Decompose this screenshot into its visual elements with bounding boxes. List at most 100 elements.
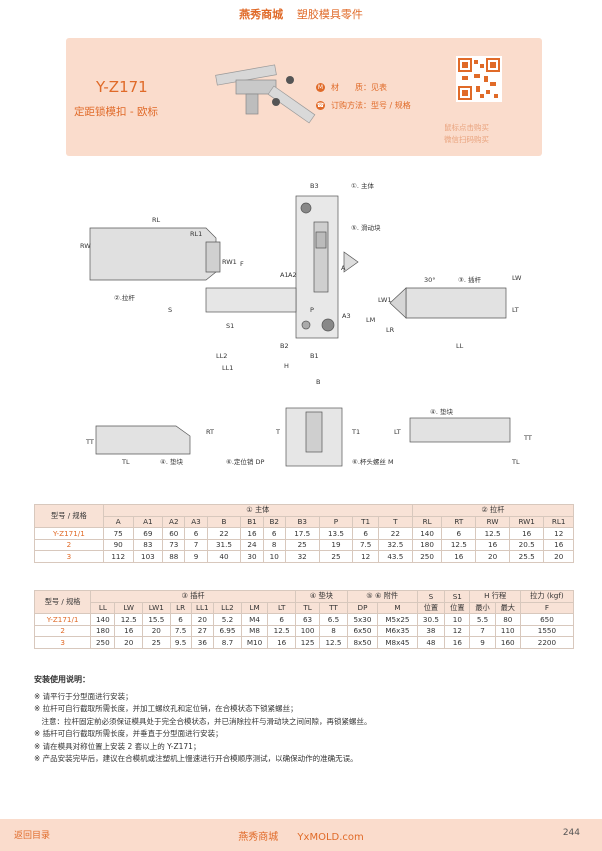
table-cell: 43.5 [377,550,413,563]
insertion-rod-view [389,287,507,319]
row-model: 3 [33,636,92,649]
dim-B3: B3 [310,182,319,190]
table-cell: 16 [240,527,264,540]
t1-header-T1: T1 [352,515,379,528]
material-value: 见表 [371,83,387,92]
dim-A2: A2 [288,271,297,279]
table-cell: 180 [90,624,116,637]
material-label: 材 质： [331,83,371,92]
t2-col-s: S [416,590,446,603]
t2-header-min: 最小 [469,601,496,614]
table-cell: 6.5 [319,613,348,626]
note-item: ※ 插杆可自行截取所需长度，并垂直于分型面进行安装； [34,729,223,738]
label-locate-pin: ⑥.定位销 DP [226,457,264,466]
table-cell: 63 [294,613,321,626]
label-pad: ④. 垫块 [160,457,183,466]
material-icon: M [316,83,325,92]
table-cell: 110 [494,624,521,637]
table-cell: 25 [284,538,320,551]
dim-angle: 30° [424,276,436,284]
table-cell: 20.5 [508,538,545,551]
label-bolt: ⑥.杯头螺丝 M [352,457,394,466]
table-cell: 112 [102,550,134,563]
table-cell: 25.5 [508,550,545,563]
t2-header-s1-position: 位置 [444,601,471,614]
table-cell: 20 [114,636,144,649]
row-model: 3 [34,550,104,563]
t1-header-B: B [206,515,242,528]
dim-RW1: RW1 [222,258,237,266]
qr-code[interactable] [456,56,502,102]
product-name: 定距锁模扣 - 欧标 [74,106,158,118]
table-cell: 6 [262,527,286,540]
footer-site[interactable]: YxMOLD.com [297,832,364,843]
header-category: 塑胶模具零件 [296,8,363,21]
dim-LT: LT [512,306,519,314]
table-cell: 16 [543,538,574,551]
dim-LL: LL [456,342,464,350]
table-cell: 27 [190,624,215,637]
table-cell: 22 [206,527,242,540]
table-cell: 8.7 [213,636,242,649]
t1-header-RT: RT [441,515,477,528]
table-cell: 12.5 [267,624,296,637]
t2-group-h: H 行程 [469,590,521,603]
table-cell: 100 [294,624,321,637]
table-cell: 103 [132,550,164,563]
table-cell: 13.5 [318,527,354,540]
pad-side-view [409,417,511,443]
table-cell: 75 [102,527,134,540]
t1-header-A: A [102,515,134,528]
table-cell: 12.5 [475,527,510,540]
table-cell: 2200 [519,636,575,649]
table-cell: 250 [411,550,443,563]
dim-A: A [341,264,346,272]
dim-LL2: LL2 [216,352,227,360]
dim-B: B [316,378,320,386]
table-cell: 17.5 [284,527,320,540]
note-item: ※ 请平行于分型面进行安装； [34,691,133,701]
table-cell: 90 [102,538,134,551]
table-cell: 5x30 [346,613,379,626]
row-model: 2 [34,538,104,551]
label-insertion-rod: ③. 插杆 [458,275,481,284]
table-cell: 16 [441,550,477,563]
table-cell: 140 [90,613,116,626]
table-cell: 650 [519,613,575,626]
table-cell: 9 [469,636,496,649]
back-to-toc-link[interactable]: 返回目录 [14,831,51,841]
dim-H: H [284,362,289,370]
table-cell: 140 [411,527,443,540]
table-cell: M10 [240,636,269,649]
t2-group-acc: ⑤ ⑥ 附件 [346,590,418,603]
qr-caption-click[interactable]: 鼠标点击购买 [444,123,489,132]
t2-header-LT: LT [267,601,296,614]
table-cell: 19 [318,538,354,551]
table-cell: 31.5 [206,538,242,551]
table-cell: 20 [475,550,510,563]
dim-LW: LW [512,274,522,282]
t2-header-M: M [377,601,418,614]
table-cell: 7 [469,624,496,637]
t1-header-RW1: RW1 [508,515,545,528]
note-item: ※ 请在模具对称位置上安装 2 套以上的 Y-Z171； [34,741,201,751]
label-pull-rod: ②.拉杆 [114,293,135,302]
t2-header-f: F [519,601,575,614]
t2-group-pad: ④ 垫块 [294,590,348,603]
table-cell: 6 [267,613,296,626]
t1-header-B1: B1 [240,515,264,528]
t2-header-s-position: 位置 [416,601,446,614]
footer-brand[interactable]: 燕秀商城 YxMOLD.com [0,828,602,843]
footer-brand-name[interactable]: 燕秀商城 [238,832,279,843]
dim-LT-bottom: LT [394,428,401,436]
table-cell: 16 [444,636,471,649]
t2-group-force: 拉力 (kgf) [519,590,575,603]
table-cell: 6x50 [346,624,379,637]
table-cell: 60 [162,527,186,540]
table-cell: 20 [190,613,215,626]
note-item: ※ 拉杆可自行截取所需长度，并加工螺纹孔和定位销，在合模状态下锁紧螺丝； [34,704,298,713]
table-cell: 80 [494,613,521,626]
